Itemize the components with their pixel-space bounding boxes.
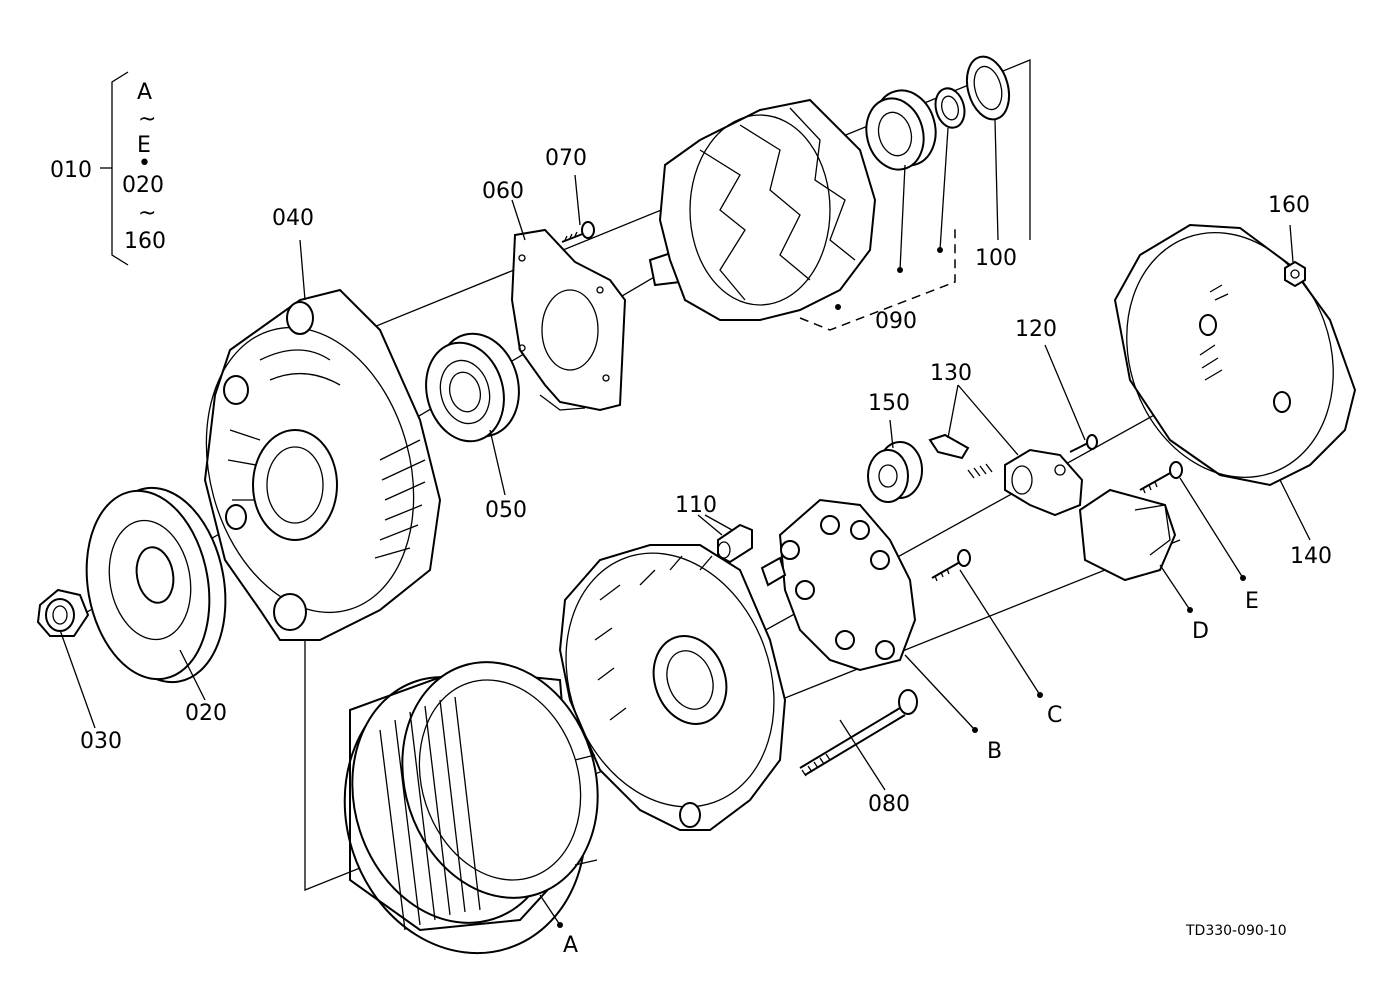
leader-lines xyxy=(59,119,1311,928)
washer-090 xyxy=(934,87,966,129)
callout-B: B xyxy=(987,739,1002,764)
callout-010: 010 xyxy=(50,158,92,183)
ring-100 xyxy=(965,55,1011,121)
bushing-150 xyxy=(867,441,923,503)
callout-040: 040 xyxy=(272,206,314,231)
range-end-label: E xyxy=(137,133,151,158)
callout-080: 080 xyxy=(868,792,910,817)
callout-160: 160 xyxy=(1268,193,1310,218)
rear-housing xyxy=(558,544,787,831)
screw-120 xyxy=(1069,434,1098,453)
retainer-plate-060 xyxy=(510,228,627,412)
group-090-dashed-bracket xyxy=(799,225,956,331)
range-tilde-1: ~ xyxy=(138,107,156,132)
callout-060: 060 xyxy=(482,179,524,204)
bushing-110 xyxy=(717,523,753,564)
brush-130 xyxy=(928,433,970,460)
callout-150: 150 xyxy=(868,391,910,416)
drive-end-housing-040 xyxy=(203,288,442,641)
screw-E xyxy=(1139,461,1183,494)
rectifier-B xyxy=(760,498,917,672)
callout-130: 130 xyxy=(930,361,972,386)
brush-holder xyxy=(1004,448,1084,517)
callout-070: 070 xyxy=(545,146,587,171)
nut-030 xyxy=(36,588,90,637)
regulator-D xyxy=(1078,488,1177,582)
screw-C xyxy=(931,549,971,582)
callout-020: 020 xyxy=(185,701,227,726)
nut-160 xyxy=(1284,260,1306,288)
rear-cover-140 xyxy=(1113,223,1357,487)
callout-120: 120 xyxy=(1015,317,1057,342)
callout-labels: 030 020 040 050 060 070 080 090 100 110 … xyxy=(80,146,1332,958)
pulley-020 xyxy=(85,486,227,684)
range-separator: • xyxy=(138,151,151,176)
callout-100: 100 xyxy=(975,246,1017,271)
range2-start-label: 020 xyxy=(122,173,164,198)
screw-070 xyxy=(561,221,595,243)
bearing-090 xyxy=(865,89,937,171)
rotor-090 xyxy=(648,98,877,321)
callout-D: D xyxy=(1192,619,1209,644)
callout-090: 090 xyxy=(875,309,917,334)
range2-end-label: 160 xyxy=(124,229,166,254)
through-bolt-080 xyxy=(799,689,918,777)
bearing-050 xyxy=(425,332,520,443)
drawing-code: TD330-090-10 xyxy=(1185,923,1287,939)
stator-A xyxy=(343,661,599,955)
callout-030: 030 xyxy=(80,729,122,754)
callout-140: 140 xyxy=(1290,544,1332,569)
spring-130 xyxy=(967,463,993,479)
callout-050: 050 xyxy=(485,498,527,523)
callout-E: E xyxy=(1245,589,1259,614)
range-start-label: A xyxy=(137,80,152,105)
callout-110: 110 xyxy=(675,493,717,518)
bracket-group-010: 010 A ~ E • 020 ~ 160 xyxy=(50,71,166,266)
callout-A: A xyxy=(563,933,578,958)
range-tilde-2: ~ xyxy=(138,201,156,226)
callout-C: C xyxy=(1047,703,1062,728)
